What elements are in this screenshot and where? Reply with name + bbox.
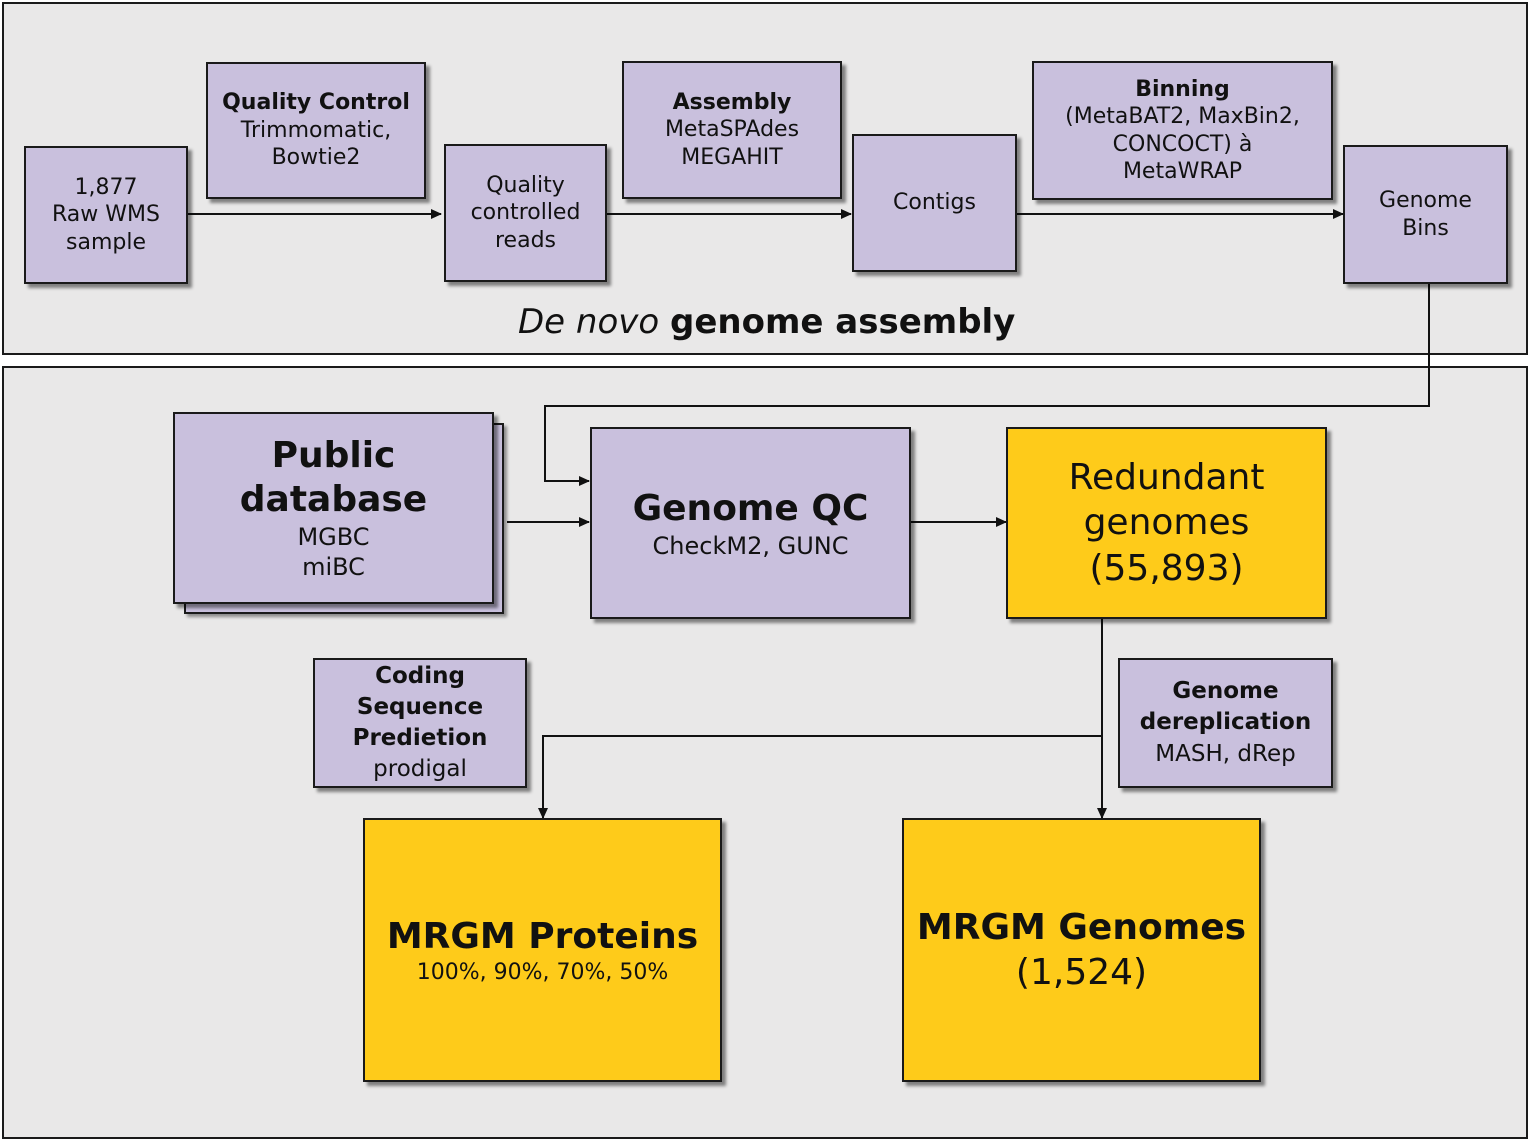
dereplication-title-1: Genome <box>1172 678 1279 705</box>
raw-sample-line-3: sample <box>66 229 146 255</box>
public-db-source-2: miBC <box>302 552 365 581</box>
raw-sample-box: 1,877 Raw WMS sample <box>24 146 188 284</box>
dereplication-box: Genome dereplication MASH, dRep <box>1118 658 1333 788</box>
cds-title-2: Sequence <box>356 693 484 720</box>
arrow-bins-to-qc <box>544 284 1430 486</box>
section-title-bold: genome assembly <box>670 302 1016 342</box>
qc-reads-line-2: controlled <box>470 200 581 226</box>
mrgm-proteins-thresholds: 100%, 90%, 70%, 50% <box>416 959 669 985</box>
dereplication-title-2: dereplication <box>1139 709 1312 736</box>
section-title-italic: De novo <box>518 302 660 342</box>
assembly-section-title: De novo genome assembly <box>518 302 1015 342</box>
genome-bins-line-1: Genome <box>1379 188 1472 213</box>
cds-title-3: Predietion <box>352 725 488 751</box>
dereplication-tools: MASH, dRep <box>1155 740 1296 767</box>
binning-title: Binning <box>1135 76 1230 102</box>
binning-tool-2: CONCOCT) à <box>1112 131 1253 157</box>
cds-title-1: Coding <box>375 662 465 689</box>
qc-reads-line-1: Quality <box>486 172 565 198</box>
redundant-line-1: Redundant <box>1068 456 1265 498</box>
cds-prediction-box: Coding Sequence Predietion prodigal <box>313 658 527 788</box>
genome-qc-box: Genome QC CheckM2, GUNC <box>590 427 911 619</box>
public-db-source-1: MGBC <box>297 522 370 551</box>
quality-control-box: Quality Control Trimmomatic, Bowtie2 <box>206 62 426 199</box>
redundant-count: (55,893) <box>1089 547 1244 589</box>
genome-qc-tools: CheckM2, GUNC <box>652 531 849 560</box>
assembly-box: Assembly MetaSPAdes MEGAHIT <box>622 61 842 199</box>
public-db-title-1: Public <box>271 435 396 477</box>
genome-bins-line-2: Bins <box>1402 215 1449 241</box>
raw-sample-line-1: 1,877 <box>74 174 138 200</box>
binning-tool-1: (MetaBAT2, MaxBin2, <box>1065 104 1300 129</box>
contigs-box: Contigs <box>852 134 1017 272</box>
cds-tool: prodigal <box>373 756 467 783</box>
redundant-genomes-box: Redundant genomes (55,893) <box>1006 427 1327 619</box>
assembly-tool-2: MEGAHIT <box>681 144 783 170</box>
qc-reads-box: Quality controlled reads <box>444 144 607 282</box>
assembly-tool-1: MetaSPAdes <box>664 117 800 143</box>
mrgm-proteins-box: MRGM Proteins 100%, 90%, 70%, 50% <box>363 818 722 1082</box>
redundant-line-2: genomes <box>1083 502 1250 544</box>
mrgm-genomes-box: MRGM Genomes (1,524) <box>902 818 1261 1082</box>
quality-control-tool-2: Bowtie2 <box>271 145 361 171</box>
contigs-label: Contigs <box>893 190 976 216</box>
binning-tool-3: MetaWRAP <box>1122 159 1243 184</box>
quality-control-title: Quality Control <box>222 90 410 116</box>
arrow-to-proteins <box>538 735 1102 819</box>
qc-reads-line-3: reads <box>494 227 556 253</box>
raw-sample-line-2: Raw WMS <box>52 202 160 228</box>
public-db-box: Public database MGBC miBC <box>173 412 494 604</box>
genome-qc-title: Genome QC <box>632 487 869 529</box>
binning-box: Binning (MetaBAT2, MaxBin2, CONCOCT) à M… <box>1032 61 1333 200</box>
genome-bins-box: Genome Bins <box>1343 145 1508 284</box>
public-db-title-2: database <box>239 479 428 520</box>
mrgm-genomes-count: (1,524) <box>1015 952 1148 993</box>
assembly-title: Assembly <box>672 89 792 115</box>
mrgm-genomes-title: MRGM Genomes <box>916 907 1247 948</box>
mrgm-proteins-title: MRGM Proteins <box>386 915 699 957</box>
quality-control-tool-1: Trimmomatic, <box>240 117 392 143</box>
